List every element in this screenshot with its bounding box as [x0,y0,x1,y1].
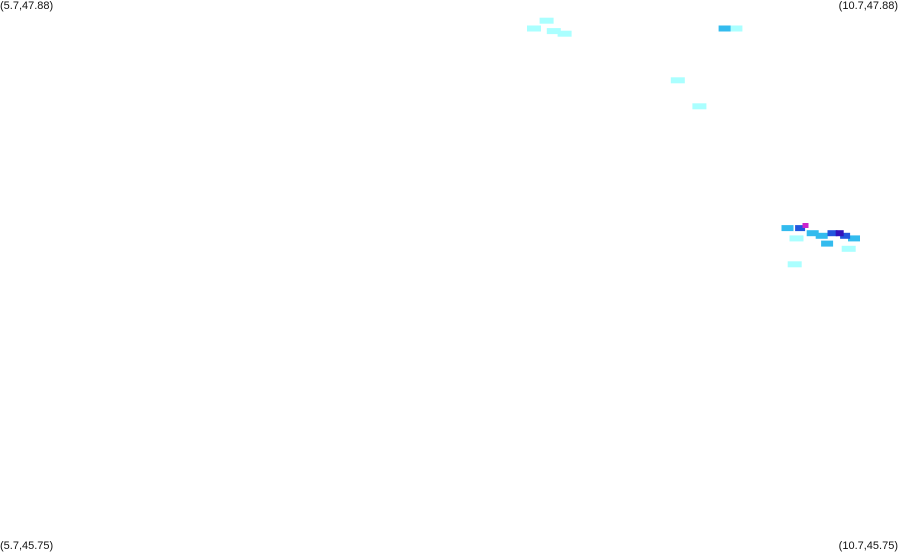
radar-cell-extreme [802,223,809,228]
radar-cell-very-strong [835,230,844,237]
radar-cell-light [557,30,572,37]
radar-cell-light [728,25,743,32]
radar-cell-strong [840,232,851,239]
radar-cell-light [787,261,802,268]
radar-cell-light [789,235,804,242]
radar-cell-medium [815,232,828,239]
corner-label-top-right: (10.7,47.88) [838,0,898,12]
corner-label-top-left: (5.7,47.88) [0,0,54,12]
corner-label-bottom-left: (5.7,45.75) [0,540,54,552]
radar-cell-medium [781,225,794,232]
radar-cell-medium [806,230,819,237]
radar-cell-medium [821,240,834,247]
radar-cell-light [527,25,541,32]
corner-label-bottom-right: (10.7,45.75) [838,540,898,552]
radar-cell-strong [795,225,806,232]
radar-cell-medium [718,25,731,32]
radar-cell-light [692,103,707,110]
radar-cell-light [539,17,554,24]
radar-cell-light [841,245,856,252]
radar-cell-light [670,77,685,84]
radar-cell-medium [848,235,860,242]
radar-cell-light [546,28,561,35]
radar-cell-strong [827,230,838,237]
